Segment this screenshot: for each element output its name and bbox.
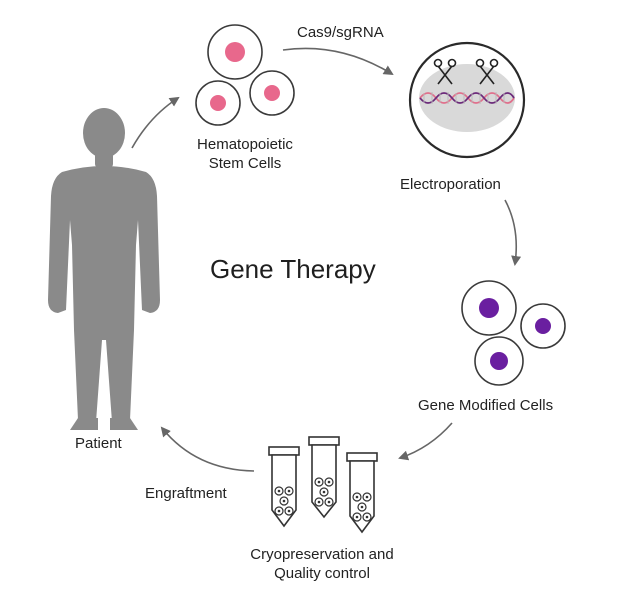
hematopoietic-stem-cells-icon bbox=[195, 24, 295, 126]
label-hsc-line1: Hematopoietic bbox=[197, 136, 293, 153]
scissors-icon bbox=[475, 58, 499, 85]
electroporation-cell-icon bbox=[408, 41, 526, 159]
label-cryopreservation: Cryopreservation and Quality control bbox=[222, 545, 422, 583]
label-cryo-line1: Cryopreservation and bbox=[250, 546, 394, 563]
arrow-electroporation-to-modified bbox=[504, 199, 522, 266]
arrow-modified-to-cryo bbox=[398, 422, 453, 461]
diagram-title: Gene Therapy bbox=[210, 254, 376, 284]
label-electroporation: Electroporation bbox=[400, 176, 501, 193]
dna-helix-icon bbox=[419, 92, 515, 104]
cycle-arrows bbox=[131, 47, 522, 472]
label-cas9-sgrna: Cas9/sgRNA bbox=[297, 24, 384, 41]
patient-silhouette-icon bbox=[48, 108, 160, 430]
scissors-icon bbox=[433, 58, 457, 85]
label-cryo-line2: Quality control bbox=[274, 565, 370, 582]
label-patient: Patient bbox=[75, 435, 122, 452]
arrow-cryo-to-patient bbox=[160, 426, 255, 472]
label-gene-modified-cells: Gene Modified Cells bbox=[418, 397, 554, 414]
cryo-tubes-icon bbox=[268, 436, 378, 534]
label-hematopoietic-stem-cells: Hematopoietic Stem Cells bbox=[190, 135, 300, 173]
label-engraftment: Engraftment bbox=[145, 485, 227, 502]
arrow-patient-to-stem-cells bbox=[131, 96, 180, 149]
arrow-stem-cells-to-electroporation bbox=[282, 47, 394, 76]
gene-modified-cells-icon bbox=[461, 280, 566, 386]
label-hsc-line2: Stem Cells bbox=[208, 155, 282, 172]
